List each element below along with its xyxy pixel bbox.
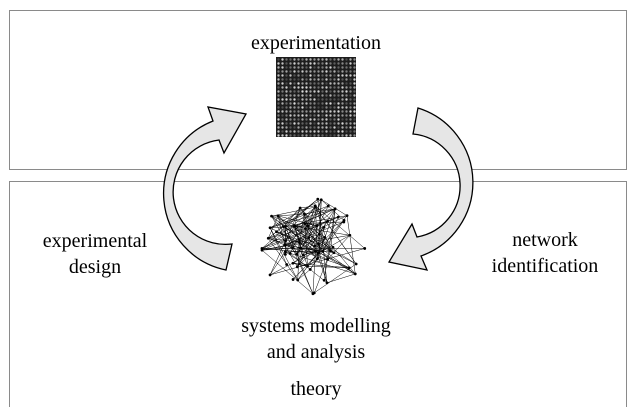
systems-modelling-label-line2: and analysis [266,341,366,363]
microarray-image-icon [276,57,356,137]
experimental-design-label-line1: experimental [42,230,148,252]
systems-modelling-label-line1: systems modelling [241,315,391,337]
theory-label: theory [290,378,342,400]
theory-panel [9,181,627,407]
experimental-design-arrow [162,106,248,271]
network-identification-label-line2: identification [491,255,599,277]
experimentation-title: experimentation [251,32,381,54]
network-identification-arrow [387,107,474,271]
network-graph-icon [260,197,367,296]
network-identification-label-line1: network [512,229,578,251]
experimental-design-label-line2: design [68,256,122,278]
